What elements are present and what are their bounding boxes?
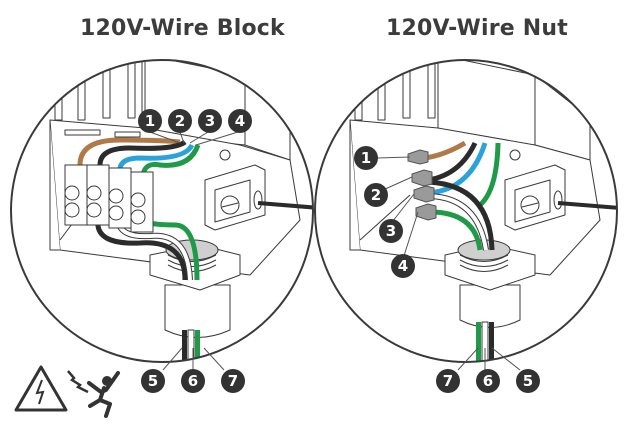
wire-block-panel: [10, 59, 314, 371]
callout-right-3: 3: [379, 219, 403, 243]
callout-label: 3: [386, 222, 396, 240]
magnifier-circle: [314, 59, 618, 363]
callout-label: 1: [361, 149, 371, 167]
callout-label: 3: [205, 112, 215, 130]
callout-label: 7: [443, 372, 453, 390]
callout-label: 1: [145, 112, 155, 130]
heat-sink-fins: [354, 60, 436, 121]
callout-label: 2: [175, 112, 185, 130]
wire-nut-panel: [314, 59, 618, 371]
conduit: [164, 284, 231, 338]
panel-title-wire-nut: 120V-Wire Nut: [386, 16, 568, 41]
wire-green: [478, 142, 501, 207]
wire-brown: [77, 137, 181, 166]
callout-label: 4: [398, 257, 408, 275]
wire-blue: [427, 142, 488, 196]
callout-label: 4: [235, 112, 245, 130]
callout-right-7: 7: [436, 369, 460, 393]
callout-label: 6: [188, 372, 198, 390]
conduit: [459, 284, 521, 328]
wire-black: [97, 139, 187, 166]
callout-left-3: 3: [198, 109, 222, 133]
callout-left-1: 1: [138, 109, 162, 133]
terminal-block: [64, 164, 154, 233]
magnifier-circle: [10, 59, 314, 363]
callout-right-2: 2: [364, 183, 388, 207]
callout-left-4: 4: [228, 109, 252, 133]
ground-screwdriver: [257, 201, 313, 210]
callout-label: 6: [483, 372, 493, 390]
electric-shock-person-icon: [67, 370, 120, 418]
callout-label: 5: [523, 372, 533, 390]
panel-title-wire-block: 120V-Wire Block: [80, 16, 285, 41]
callout-label: 2: [371, 186, 381, 204]
callout-label: 5: [148, 372, 158, 390]
callout-right-6: 6: [476, 369, 500, 393]
wire-nuts: [407, 149, 437, 221]
electrical-hazard-triangle-icon: [14, 365, 68, 412]
wire-black: [427, 141, 478, 183]
callout-left-2: 2: [168, 109, 192, 133]
ground-screwdriver: [557, 201, 617, 210]
wire-green: [140, 144, 201, 176]
junction-box: [49, 119, 301, 276]
wire-blue: [117, 143, 195, 169]
callout-left-7: 7: [221, 369, 245, 393]
callout-left-5: 5: [141, 369, 165, 393]
callout-label: 7: [228, 372, 238, 390]
callout-left-6: 6: [181, 369, 205, 393]
heat-sink-fins: [54, 60, 149, 121]
callout-right-5: 5: [516, 369, 540, 393]
callout-right-4: 4: [391, 254, 415, 278]
callout-right-1: 1: [354, 146, 378, 170]
